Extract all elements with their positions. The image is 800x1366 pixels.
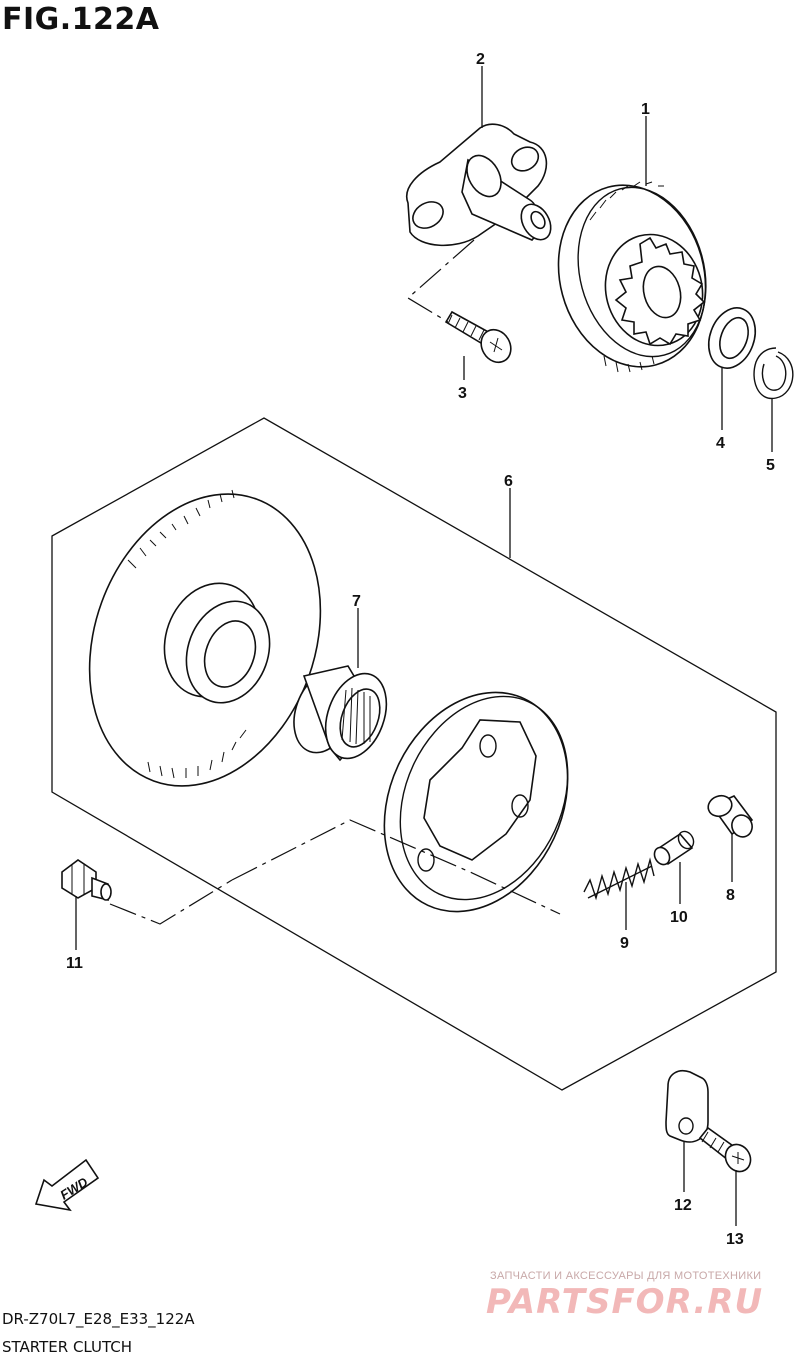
watermark-logo: PARTSFOR.RU [486, 1282, 764, 1322]
callout-2: 2 [476, 51, 485, 68]
part-8-roller[interactable] [705, 792, 755, 839]
callout-13: 13 [726, 1231, 744, 1248]
assembly-lines [109, 239, 561, 925]
figure-model-code: DR-Z70L7_E28_E33_122A [2, 1310, 195, 1328]
callout-10: 10 [670, 909, 688, 926]
figure-name: STARTER CLUTCH [2, 1338, 133, 1356]
callout-9: 9 [620, 935, 629, 952]
part-5-circlip[interactable] [753, 347, 794, 400]
part-7-needle-bearing[interactable] [283, 663, 397, 767]
figure-title: FIG.122A [2, 2, 160, 37]
part-4-washer[interactable] [701, 301, 764, 374]
part-3-screw[interactable] [444, 310, 517, 368]
part-12-plate[interactable] [665, 1070, 709, 1143]
callout-labels: 2 1 3 4 5 6 7 8 10 9 11 12 13 [66, 51, 775, 1248]
callout-7: 7 [352, 593, 361, 610]
callout-8: 8 [726, 887, 735, 904]
part-1-idle-gear[interactable] [539, 168, 726, 383]
part-6-clutch-body[interactable] [350, 662, 602, 941]
callout-11: 11 [66, 955, 83, 972]
watermark-tagline: ЗАПЧАСТИ И АКСЕССУАРЫ ДЛЯ МОТОТЕХНИКИ [490, 1270, 762, 1282]
leader-lines [75, 66, 773, 1226]
part-2-shaft-bracket[interactable] [405, 123, 557, 247]
part-13-screw[interactable] [698, 1126, 755, 1176]
callout-3: 3 [458, 385, 467, 402]
part-6-starter-driven-gear[interactable] [50, 461, 359, 818]
callout-5: 5 [766, 457, 775, 474]
callout-1: 1 [641, 101, 650, 118]
callout-12: 12 [674, 1197, 692, 1214]
part-11-bolt[interactable] [61, 859, 112, 902]
part-9-spring[interactable] [583, 857, 655, 901]
callout-6: 6 [504, 473, 513, 490]
part-10-plunger[interactable] [651, 829, 696, 868]
callout-4: 4 [716, 435, 725, 452]
part-6-assembly-boundary [51, 417, 777, 1091]
fwd-direction-arrow: FWD [34, 1158, 100, 1212]
